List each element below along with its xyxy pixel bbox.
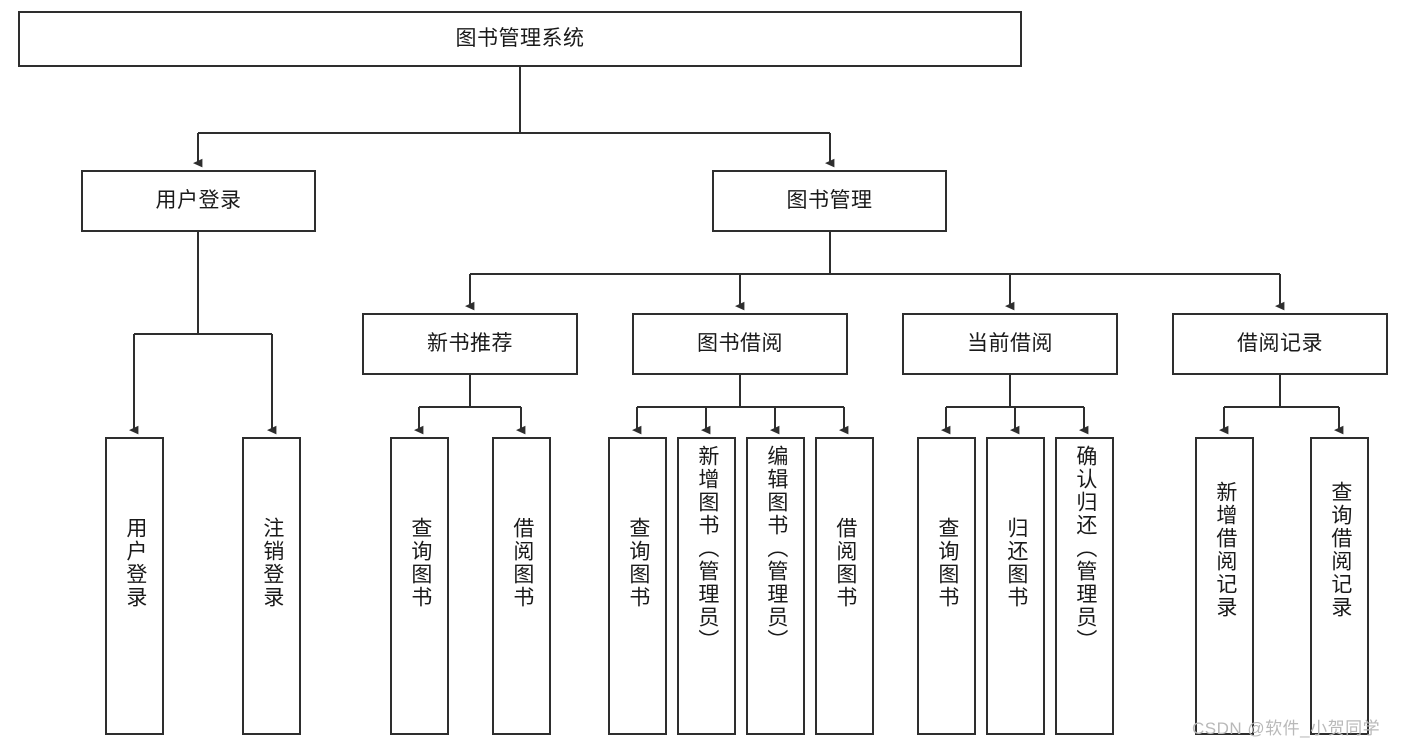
node-label: 查询图书 — [408, 517, 432, 609]
node-leaf-user-login[interactable]: 用户登录 — [105, 437, 164, 735]
node-user-login[interactable]: 用户登录 — [81, 170, 316, 232]
node-label: 查询借阅记录 — [1328, 481, 1352, 619]
node-label: 归还图书 — [1004, 517, 1028, 609]
node-root-book-management-system[interactable]: 图书管理系统 — [18, 11, 1022, 67]
node-label: 新增图书（管理员） — [695, 445, 719, 652]
node-label: 编辑图书（管理员） — [764, 445, 788, 652]
node-label: 当前借阅 — [967, 332, 1053, 356]
node-label: 借阅记录 — [1237, 332, 1323, 356]
node-label: 借阅图书 — [833, 517, 857, 609]
node-leaf-add-borrow-record[interactable]: 新增借阅记录 — [1195, 437, 1254, 735]
node-label: 注销登录 — [260, 517, 284, 609]
node-label: 图书管理 — [786, 189, 873, 213]
node-leaf-borrow-book-recommend[interactable]: 借阅图书 — [492, 437, 551, 735]
node-label: 查询图书 — [935, 517, 959, 609]
node-label: 新书推荐 — [427, 332, 513, 356]
node-label: 确认归还（管理员） — [1073, 445, 1097, 652]
csdn-watermark: CSDN @软件_小贺同学 — [1192, 719, 1381, 738]
node-leaf-borrow-book[interactable]: 借阅图书 — [815, 437, 874, 735]
node-borrow-record[interactable]: 借阅记录 — [1172, 313, 1388, 375]
node-leaf-logout[interactable]: 注销登录 — [242, 437, 301, 735]
node-label: 图书借阅 — [697, 332, 783, 356]
node-leaf-add-book-admin[interactable]: 新增图书（管理员） — [677, 437, 736, 735]
node-label: 用户登录 — [155, 189, 242, 213]
node-leaf-query-book-recommend[interactable]: 查询图书 — [390, 437, 449, 735]
node-leaf-query-book-borrow[interactable]: 查询图书 — [608, 437, 667, 735]
node-book-borrow[interactable]: 图书借阅 — [632, 313, 848, 375]
node-new-book-recommend[interactable]: 新书推荐 — [362, 313, 578, 375]
node-leaf-confirm-return-admin[interactable]: 确认归还（管理员） — [1055, 437, 1114, 735]
node-label: 借阅图书 — [510, 517, 534, 609]
node-label: 新增借阅记录 — [1213, 481, 1237, 619]
node-leaf-return-book[interactable]: 归还图书 — [986, 437, 1045, 735]
node-label: 用户登录 — [123, 517, 147, 609]
node-current-borrow[interactable]: 当前借阅 — [902, 313, 1118, 375]
node-label: 图书管理系统 — [455, 27, 585, 51]
node-leaf-query-book-current[interactable]: 查询图书 — [917, 437, 976, 735]
node-leaf-query-borrow-record[interactable]: 查询借阅记录 — [1310, 437, 1369, 735]
node-book-management[interactable]: 图书管理 — [712, 170, 947, 232]
node-leaf-edit-book-admin[interactable]: 编辑图书（管理员） — [746, 437, 805, 735]
node-label: 查询图书 — [626, 517, 650, 609]
